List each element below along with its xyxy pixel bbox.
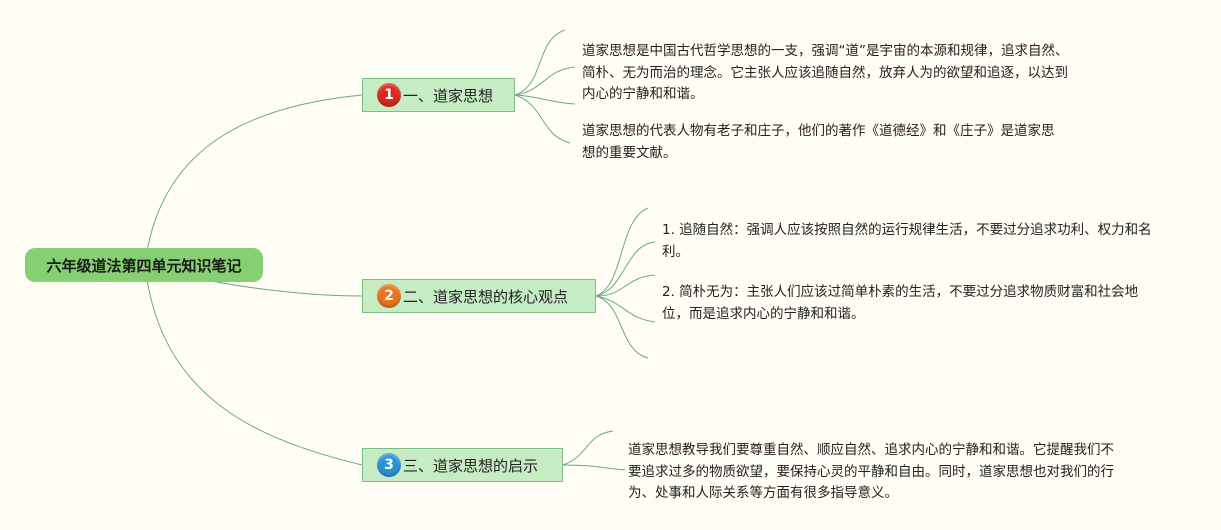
connector-branch-1-note-1 [514,66,576,96]
note-branch-1-representatives[interactable]: 道家思想的代表人物有老子和庄子，他们的著作《道德经》和《庄子》是道家思想的重要文… [582,123,1055,161]
number-badge-icon: 2 [377,284,401,308]
connector-branch-2-note-2 [595,295,656,323]
note-branch-1-definition[interactable]: 道家思想是中国古代哲学思想的一支，强调“道”是宇宙的本源和规律，追求自然、简朴、… [582,43,1069,102]
note-branch-2-simplicity[interactable]: 2. 简朴无为：主张人们应该过简单朴素的生活，不要过分追求物质财富和社会地位，而… [662,284,1139,322]
connector-branch-2-gap [595,274,656,297]
note-branch-3-inspiration[interactable]: 道家思想教导我们要尊重自然、顺应自然、追求内心的宁静和和谐。它提醒我们不要追求过… [628,442,1114,501]
number-badge-icon: 3 [377,453,401,477]
branch-topic-2[interactable]: 2 二、道家思想的核心观点 [362,279,596,313]
root-topic-label: 六年级道法第四单元知识笔记 [46,256,242,275]
connector-branch-1-note-top [514,29,566,96]
note-branch-2-follow-nature[interactable]: 1. 追随自然：强调人应该按照自然的运行规律生活，不要过分追求功利、权力和名利。 [662,222,1152,260]
connector-branch-1-gap [514,94,576,105]
connector-root-branch-3 [144,264,363,466]
connector-branch-1-note-2 [514,94,571,144]
branch-topic-label: 一、道家思想 [403,86,494,105]
branch-topic-label: 三、道家思想的启示 [403,456,539,475]
branch-topic-1[interactable]: 1 一、道家思想 [362,78,515,112]
connector-branch-2-note-bottom [595,295,649,359]
connector-branch-3-note-1 [562,464,626,471]
branch-topic-3[interactable]: 3 三、道家思想的启示 [362,448,563,482]
connector-branch-3-note-top [562,430,614,466]
connector-branch-2-note-top [595,207,649,297]
number-badge-icon: 1 [377,83,401,107]
root-topic[interactable]: 六年级道法第四单元知识笔记 [25,248,263,282]
branch-topic-label: 二、道家思想的核心观点 [403,287,569,306]
connector-branch-2-note-1 [595,241,656,297]
connector-root-branch-1 [144,94,363,266]
